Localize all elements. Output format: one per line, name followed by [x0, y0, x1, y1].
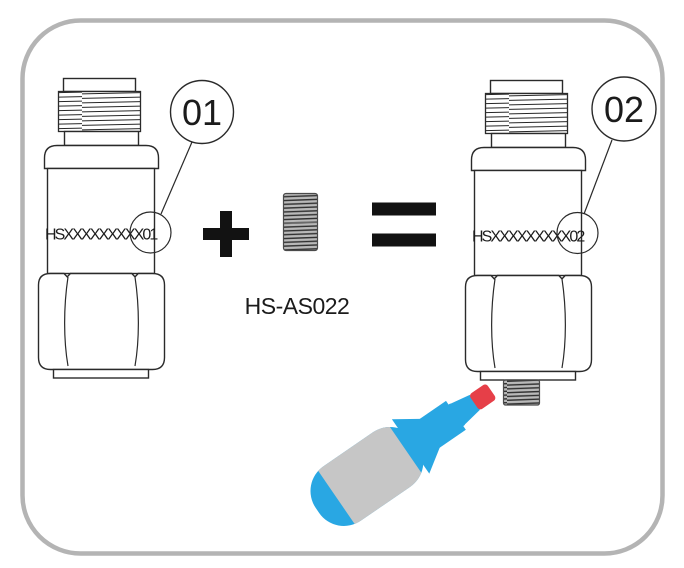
glue-bottle-icon — [310, 384, 496, 526]
sensor-01-top-cap — [62, 77, 137, 93]
sensor-01-thread-section — [57, 90, 142, 133]
glue-bottle-collar — [417, 400, 466, 449]
glue-bottle-tip — [470, 384, 496, 410]
sensor-02-shoulder — [470, 146, 587, 172]
sensor-02-base-plate — [479, 370, 577, 381]
glue-bottle-label-band — [317, 421, 425, 526]
adapter-stud — [282, 192, 319, 252]
sensor-02-neck — [490, 132, 567, 149]
callout-01-leader-line — [160, 141, 193, 215]
sensor-02-body — [473, 169, 583, 277]
callout-02-leader-line — [583, 139, 613, 215]
sensor-02-serial-label: HSXXXXXXXXX02 — [472, 229, 585, 246]
callout-02-circle — [591, 76, 657, 142]
sensor-02-serial-highlight-circle — [556, 211, 599, 255]
frame-border — [20, 18, 665, 556]
sensor-02-hex-base — [464, 274, 593, 373]
callout-01: 01 — [160, 79, 235, 215]
glue-bottle-nozzle — [448, 394, 480, 427]
equals-icon — [372, 202, 436, 247]
callout-01-number: 01 — [182, 92, 222, 133]
callout-02-number: 02 — [604, 89, 644, 130]
sensor-01-serial-label: HSXXXXXXXXX01 — [45, 227, 158, 244]
sensor-01-hex-base — [37, 272, 166, 371]
plus-icon — [203, 211, 249, 257]
sensor-01-serial-highlight-circle — [129, 211, 172, 254]
adapter-stud-part-number: HS-AS022 — [245, 293, 350, 319]
sensor-02: HSXXXXXXXXX02 — [464, 79, 599, 406]
callout-02: 02 — [583, 76, 657, 215]
sensor-01-shoulder — [43, 144, 160, 170]
sensor-02-thread-section — [484, 92, 569, 135]
sensor-01-neck — [63, 130, 140, 147]
sensor-02-mounting-stud — [502, 379, 541, 406]
sensor-02-top-cap — [489, 79, 564, 95]
callout-01-circle — [169, 79, 235, 145]
sensor-01-body — [46, 167, 156, 275]
sensor-01-base-plate — [52, 368, 150, 379]
sensor-01: HSXXXXXXXXX01 — [37, 77, 172, 379]
